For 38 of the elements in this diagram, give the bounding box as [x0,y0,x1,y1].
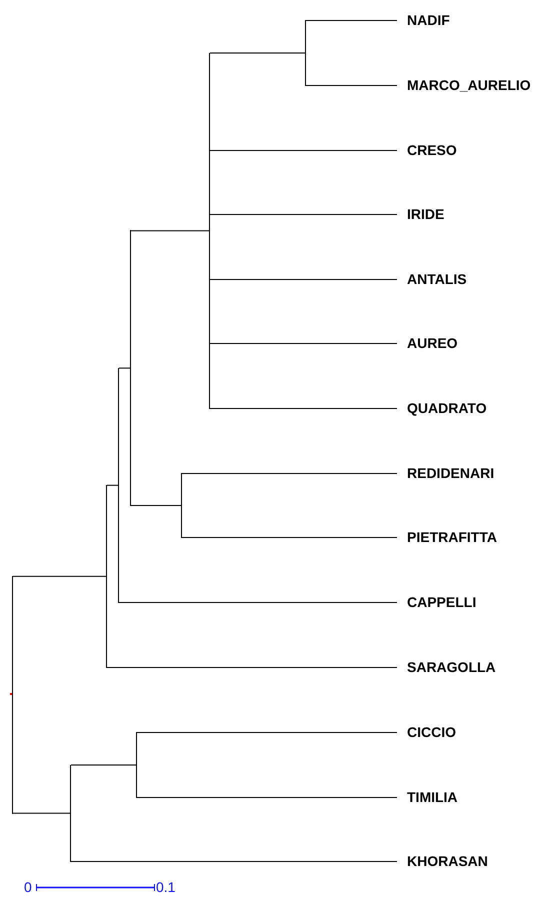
taxon-label: AUREO [397,334,458,352]
scale-label: 0 [24,879,32,895]
taxon-label: ANTALIS [397,270,467,288]
taxon-label: QUADRATO [397,399,487,417]
branch-line [210,343,398,344]
branch-line [306,85,398,86]
branch-line [210,150,398,151]
branch-line [210,279,398,280]
taxon-label: IRIDE [397,205,444,223]
taxon-label: CICCIO [397,723,456,741]
taxon-label: KHORASAN [397,852,488,870]
branch-line [12,812,70,814]
branch-line [130,505,182,506]
branch-line [70,764,136,766]
branch-line [182,473,398,474]
taxon-label: REDIDENARI [397,464,494,482]
branch-line [182,537,398,538]
branch-line [306,20,398,21]
taxon-label: TIMILIA [397,788,458,806]
taxon-label: SARAGOLLA [397,658,496,676]
branch-line [118,368,130,369]
branch-line [106,484,118,486]
taxon-label: CRESO [397,141,457,159]
taxon-label: PIETRAFITTA [397,528,497,546]
branch-line [136,732,398,733]
branch-line [118,602,398,603]
branch-line [130,230,210,232]
branch-line [12,576,106,577]
branch-line [106,667,398,668]
taxon-label: NADIF [397,11,450,29]
branch-line [136,797,398,798]
scale-label: 0.1 [156,879,176,895]
branch-line [210,52,306,54]
taxon-label: MARCO_AURELIO [397,76,531,94]
taxon-label: CAPPELLI [397,593,476,611]
branch-line [210,214,398,215]
branch-line [210,408,398,409]
branch-line [70,861,398,862]
